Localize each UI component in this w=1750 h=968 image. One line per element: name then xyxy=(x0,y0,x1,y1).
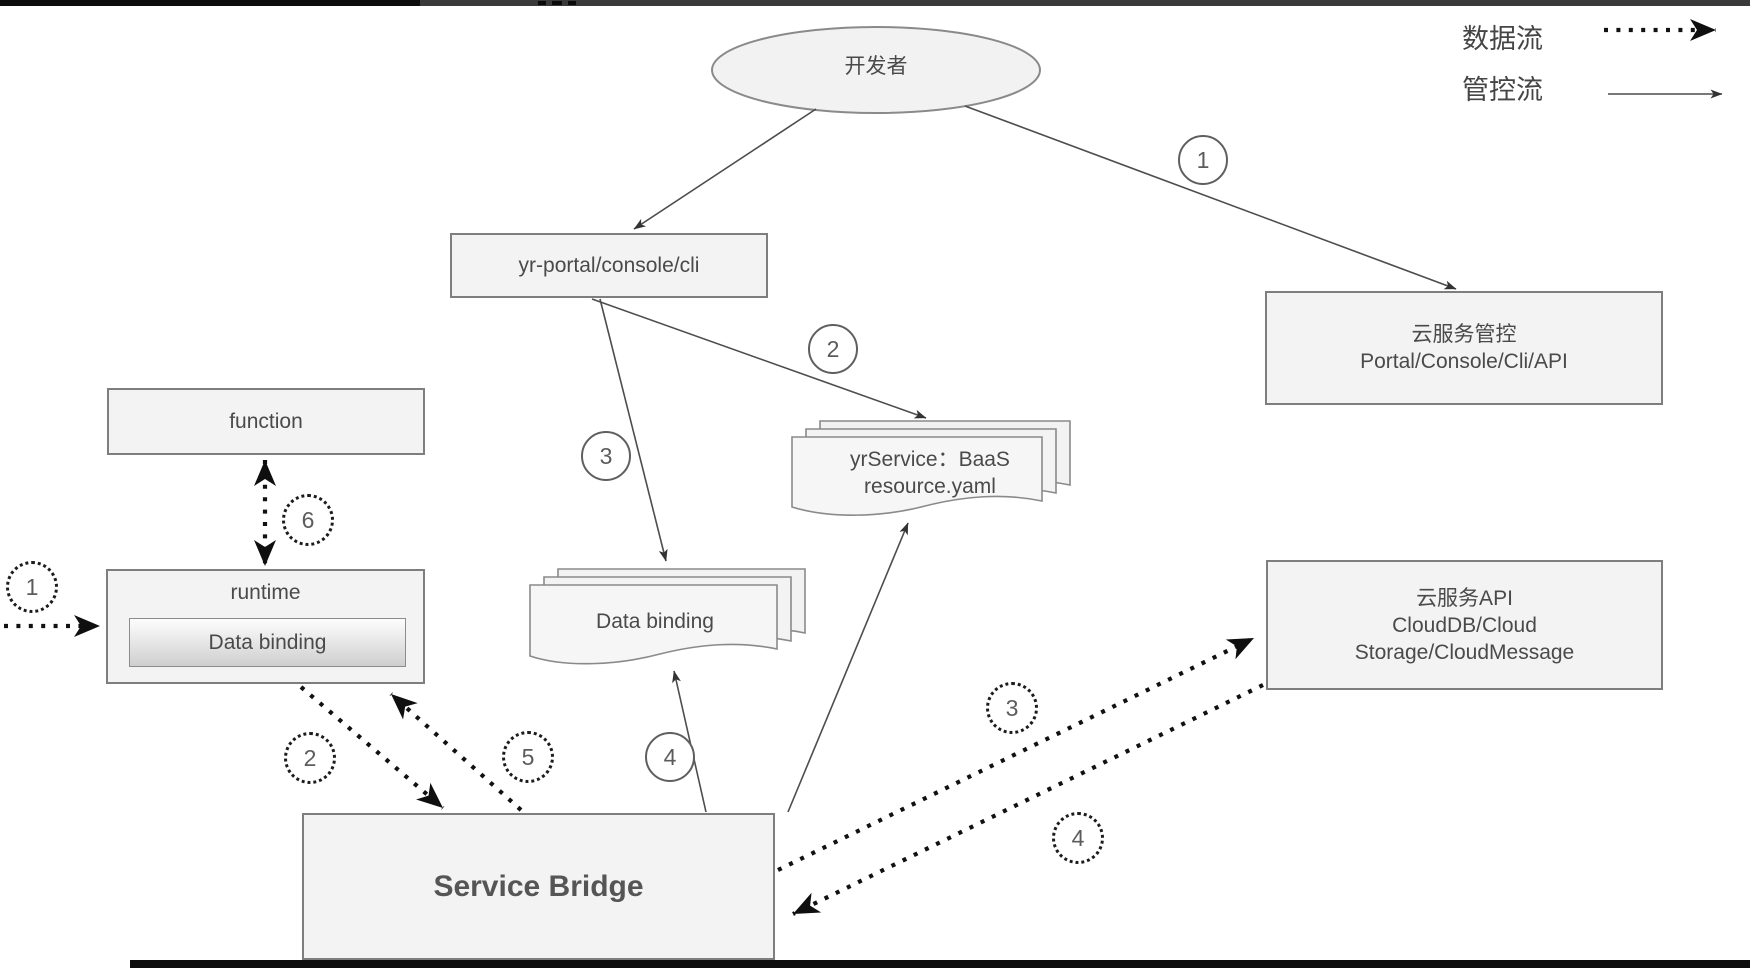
yrservice-doc-line2: resource.yaml xyxy=(864,475,996,498)
control-step-3-badge: 3 xyxy=(581,431,631,481)
cloud-api-line2: CloudDB/Cloud xyxy=(1392,613,1537,637)
data-step-6-number: 6 xyxy=(301,506,315,533)
cloud-api-line3: Storage/CloudMessage xyxy=(1354,640,1575,664)
control-step-4-badge: 4 xyxy=(645,732,695,782)
control-step-1-number: 1 xyxy=(1196,146,1210,173)
node-cloud-api: 云服务API CloudDB/Cloud Storage/CloudMessag… xyxy=(1266,560,1663,690)
data-step-5-badge: 5 xyxy=(502,731,554,783)
control-step-4-number: 4 xyxy=(663,743,677,770)
data-step-3-number: 3 xyxy=(1005,694,1019,721)
node-cloud-control: 云服务管控 Portal/Console/Cli/API xyxy=(1265,291,1663,405)
data-step-1-badge: 1 xyxy=(6,561,58,613)
data-step-6-badge: 6 xyxy=(282,494,334,546)
yr-portal-label: yr-portal/console/cli xyxy=(518,254,700,277)
data-step-1-number: 1 xyxy=(25,573,39,600)
node-service-bridge: Service Bridge xyxy=(302,813,775,960)
function-label: function xyxy=(229,410,303,433)
runtime-data-binding-label: Data binding xyxy=(208,630,327,654)
data-step-2-number: 2 xyxy=(303,744,317,771)
control-step-3-number: 3 xyxy=(599,442,613,469)
legend-control-flow-label: 管控流 xyxy=(1462,75,1543,105)
developer-label: 开发者 xyxy=(844,55,908,78)
data-step-4-badge: 4 xyxy=(1052,812,1104,864)
data-step-5-number: 5 xyxy=(521,743,535,770)
node-function: function xyxy=(107,388,425,455)
yrservice-doc-line1: yrService：BaaS xyxy=(850,448,1010,471)
yrservice-doc-label: yrService：BaaS resource.yaml xyxy=(805,446,1055,500)
node-yr-portal: yr-portal/console/cli xyxy=(450,233,768,298)
data-binding-doc-label: Data binding xyxy=(596,610,714,633)
runtime-label: runtime xyxy=(230,581,301,604)
data-step-2-badge: 2 xyxy=(284,732,336,784)
control-step-2-number: 2 xyxy=(826,335,840,362)
control-step-2-badge: 2 xyxy=(808,324,858,374)
control-step-1-badge: 1 xyxy=(1178,135,1228,185)
cloud-api-line1: 云服务API xyxy=(1416,586,1513,610)
runtime-data-binding-box: Data binding xyxy=(129,618,406,667)
legend-data-flow-label: 数据流 xyxy=(1462,24,1543,54)
cloud-control-line2: Portal/Console/Cli/API xyxy=(1360,350,1568,373)
service-bridge-label: Service Bridge xyxy=(433,870,644,903)
data-step-3-badge: 3 xyxy=(986,682,1038,734)
data-step-4-number: 4 xyxy=(1071,824,1085,851)
cloud-control-line1: 云服务管控 xyxy=(1411,323,1517,346)
